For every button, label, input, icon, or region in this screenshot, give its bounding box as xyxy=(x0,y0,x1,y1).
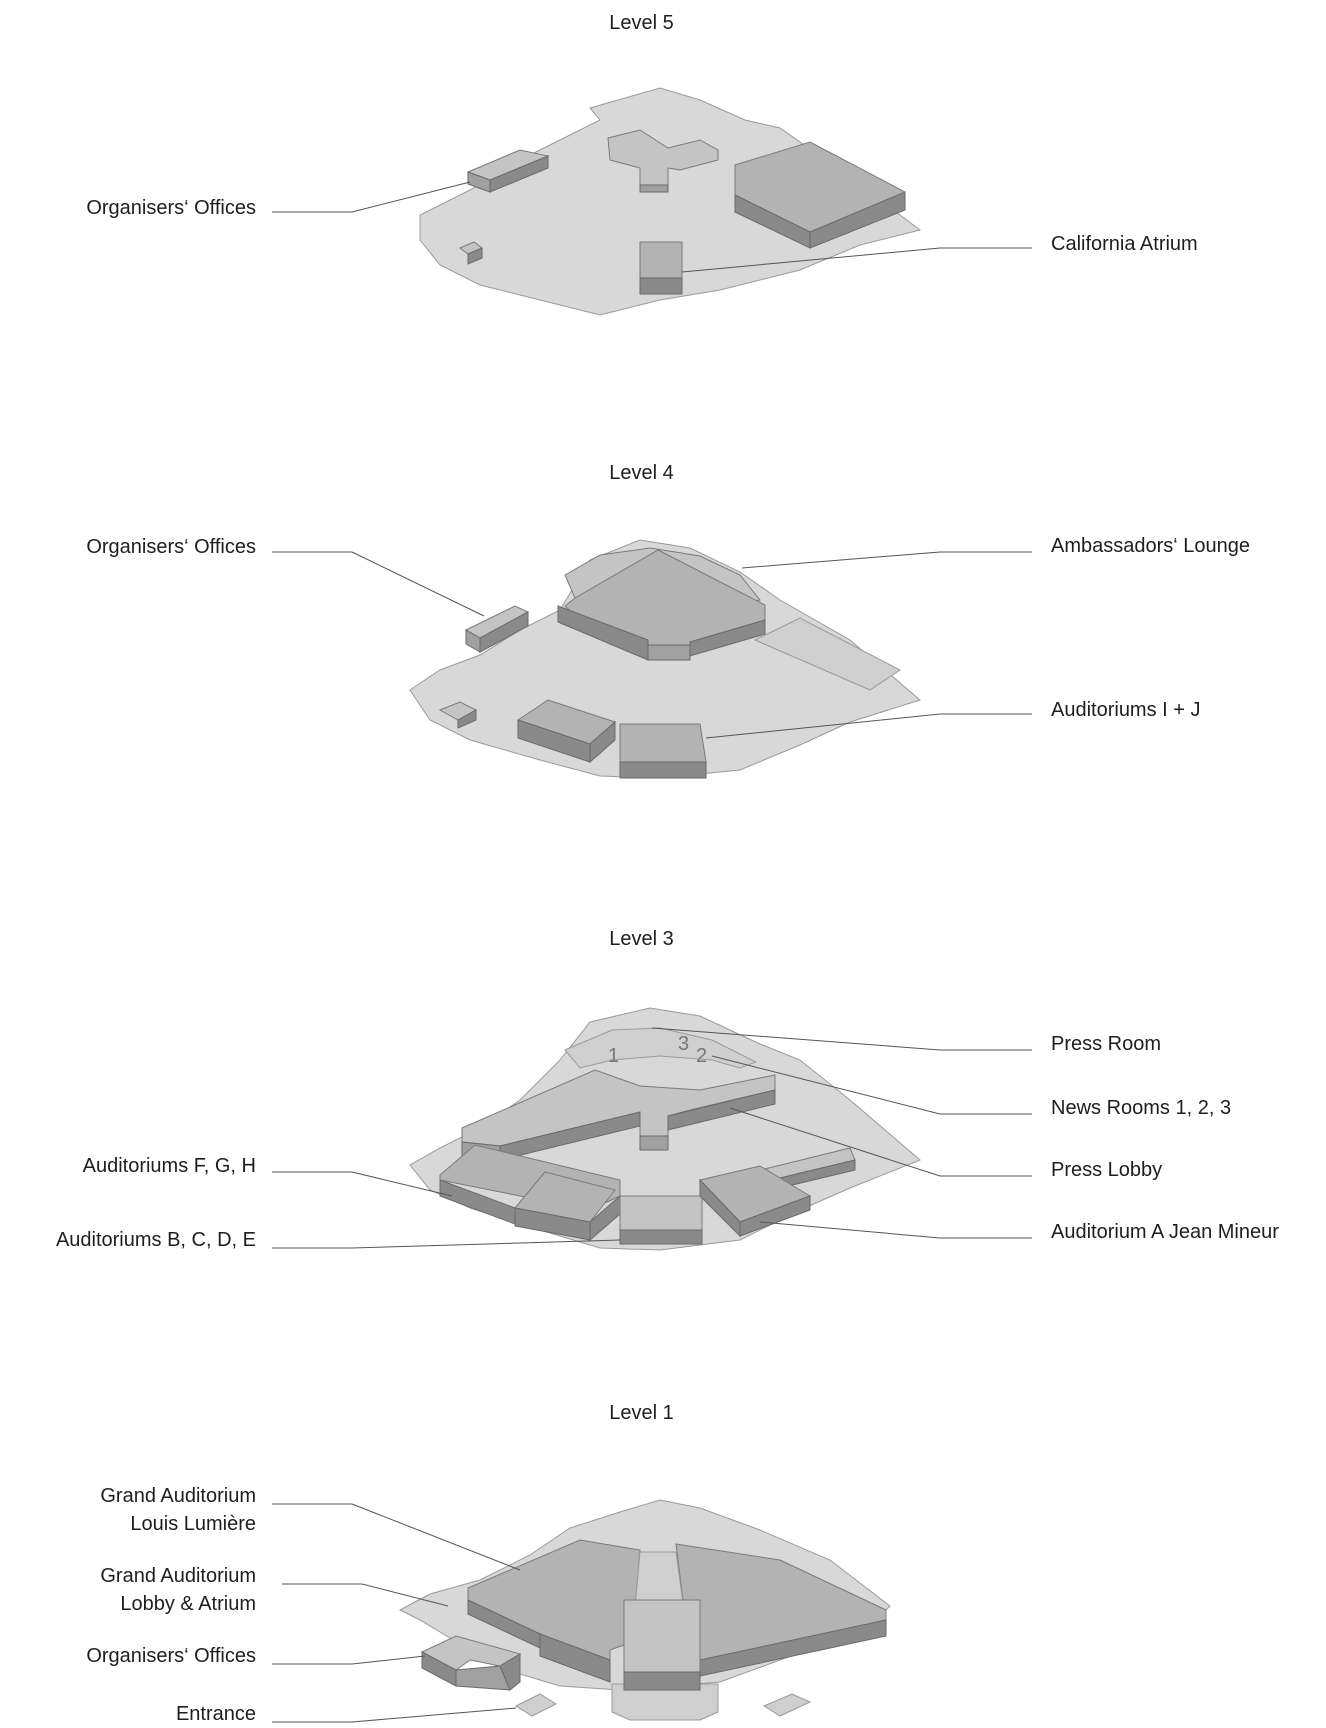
level-5-california-atrium xyxy=(639,241,683,279)
level-1-plan xyxy=(398,1499,891,1721)
level-3-title: Level 3 xyxy=(609,928,674,950)
label-auditoriums-i-j: Auditoriums I + J xyxy=(1051,699,1201,721)
level-1-title: Level 1 xyxy=(609,1402,674,1424)
label-entrance: Entrance xyxy=(175,1703,256,1725)
level-5-y-block xyxy=(607,129,719,186)
level-5-plan xyxy=(419,87,922,316)
label-organisers-offices-l4: Organisers‘ Offices xyxy=(86,536,256,558)
label-organisers-offices-l5: Organisers‘ Offices xyxy=(86,197,256,219)
news-room-2-number: 2 xyxy=(696,1045,707,1067)
label-organisers-offices-l1: Organisers‘ Offices xyxy=(86,1645,256,1667)
level-4-title: Level 4 xyxy=(609,462,674,484)
level-3-plan: 1 2 3 xyxy=(409,1007,921,1251)
level-1-entrance-apron xyxy=(611,1683,719,1721)
level-3-press-room-zone xyxy=(564,1027,758,1069)
label-press-lobby: Press Lobby xyxy=(1051,1159,1163,1181)
label-california-atrium: California Atrium xyxy=(1051,233,1198,255)
label-press-room: Press Room xyxy=(1051,1033,1162,1055)
level-5-title: Level 5 xyxy=(609,12,674,34)
level-1-lobby-block xyxy=(623,1599,701,1673)
label-auditoriums-fgh: Auditoriums F, G, H xyxy=(82,1155,256,1177)
level-1-stairs-right xyxy=(762,1693,812,1717)
news-room-3-number: 3 xyxy=(678,1033,689,1055)
level-4-plan xyxy=(409,539,922,779)
level-3-center-block xyxy=(619,1195,703,1231)
label-ambassadors-lounge: Ambassadors‘ Lounge xyxy=(1051,535,1251,557)
level-1-stairs-left xyxy=(514,1693,558,1717)
label-auditorium-a-jean-mineur: Auditorium A Jean Mineur xyxy=(1051,1221,1279,1243)
label-grand-auditorium-louis-lumiere: Grand Auditorium Louis Lumière xyxy=(100,1485,256,1535)
level-4-auditorium-j xyxy=(619,723,707,763)
label-news-rooms: News Rooms 1, 2, 3 xyxy=(1051,1097,1232,1119)
label-grand-auditorium-lobby-atrium: Grand Auditorium Lobby & Atrium xyxy=(100,1565,256,1615)
news-room-1-number: 1 xyxy=(608,1045,619,1067)
label-auditoriums-bcde: Auditoriums B, C, D, E xyxy=(55,1229,256,1251)
